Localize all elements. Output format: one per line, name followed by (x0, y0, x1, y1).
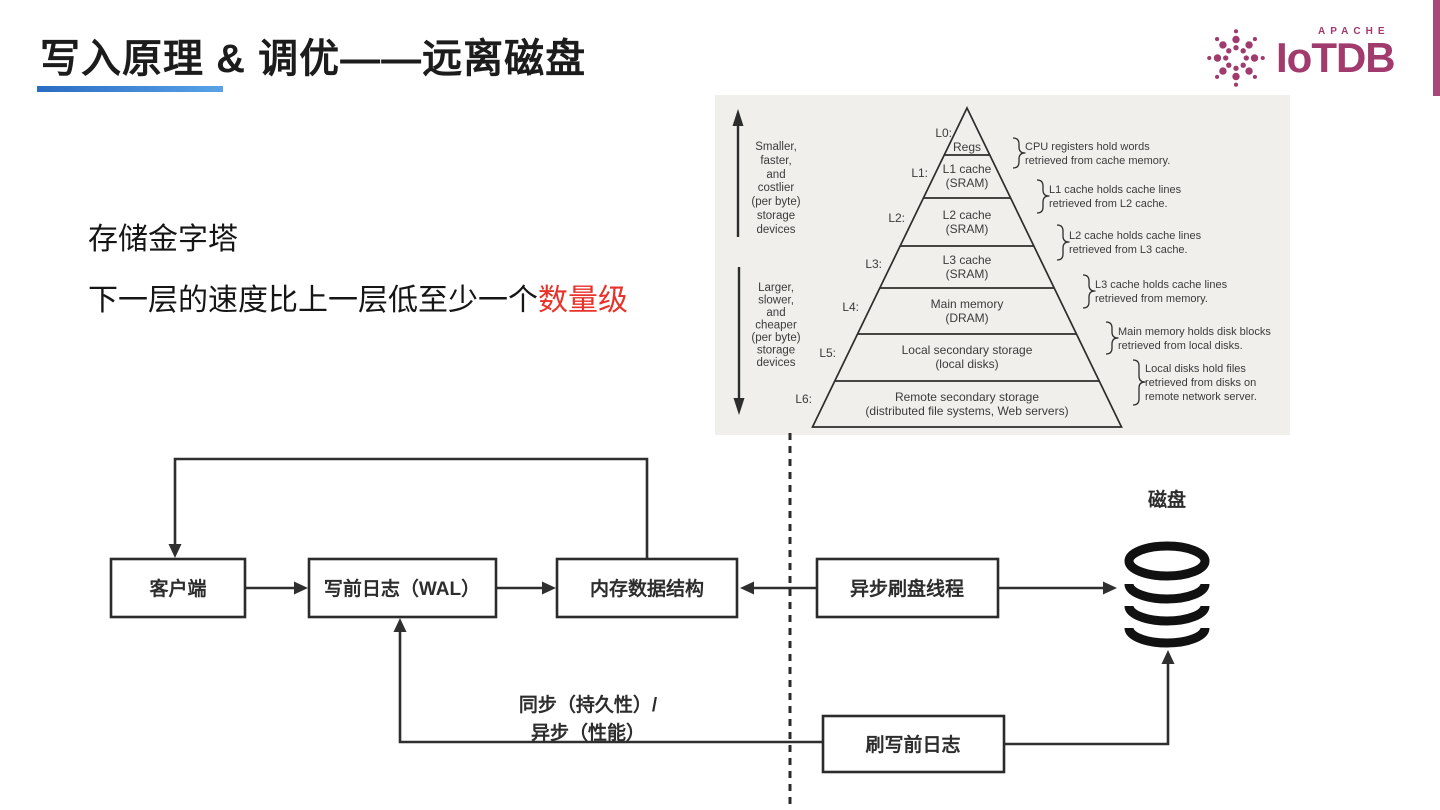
flush-thread-box: 异步刷盘线程 (815, 557, 1000, 619)
svg-text:L3 cache holds cache lines: L3 cache holds cache lines (1095, 279, 1228, 291)
flushwal-to-wal-arrow (393, 618, 823, 744)
wal-to-memtable-arrow (496, 581, 556, 595)
pyramid-outline (811, 106, 1123, 428)
larger-slower-arrow (733, 267, 745, 415)
svg-text:retrieved from local disks.: retrieved from local disks. (1118, 340, 1243, 352)
memory-hierarchy-figure: Smaller, faster, and costlier (per byte)… (715, 95, 1290, 435)
intro-line1: 存储金字塔 (88, 223, 238, 256)
svg-text:异步（性能）: 异步（性能） (531, 721, 645, 744)
svg-text:(SRAM): (SRAM) (946, 176, 989, 190)
sync-async-caption: 同步（持久性）/ 异步（性能） (519, 693, 658, 744)
svg-text:remote network server.: remote network server. (1145, 391, 1257, 403)
intro-line2-prefix: 下一层的速度比上一层低至少一个 (88, 284, 538, 317)
svg-text:(distributed file systems, Web: (distributed file systems, Web servers) (865, 404, 1068, 418)
intro-text: 存储金字塔 下一层的速度比上一层低至少一个数量级 (88, 214, 628, 319)
svg-text:L3:: L3: (865, 257, 882, 271)
logo-apache-text: APACHE (1318, 26, 1390, 37)
svg-text:L2 cache: L2 cache (943, 208, 992, 222)
disk-label: 磁盘 (1148, 488, 1186, 511)
pyramid-level-ids: L0: L1: L2: L3: L4: L5: L6: (795, 126, 952, 406)
client-box: 客户端 (109, 557, 247, 619)
wal-label: 写前日志（WAL） (324, 577, 480, 600)
svg-text:storage: storage (757, 345, 795, 357)
svg-text:Main memory holds disk blocks: Main memory holds disk blocks (1118, 326, 1271, 338)
intro-line2-highlight: 数量级 (538, 284, 628, 317)
smaller-faster-caption: Smaller, faster, and costlier (per byte)… (751, 141, 800, 236)
svg-text:retrieved from L3 cache.: retrieved from L3 cache. (1069, 244, 1188, 256)
svg-text:(local disks): (local disks) (935, 357, 998, 371)
flushthread-to-disk-arrow (998, 581, 1117, 595)
svg-text:faster,: faster, (760, 155, 791, 167)
svg-text:L1 cache holds cache lines: L1 cache holds cache lines (1049, 184, 1182, 196)
svg-text:L4:: L4: (842, 300, 859, 314)
svg-text:Remote secondary storage: Remote secondary storage (895, 390, 1039, 404)
svg-text:devices: devices (757, 224, 796, 236)
svg-text:Regs: Regs (953, 140, 981, 154)
svg-text:retrieved from disks on: retrieved from disks on (1145, 377, 1256, 389)
response-loop-arrow (168, 457, 649, 559)
svg-text:and: and (766, 307, 785, 319)
flush-wal-label: 刷写前日志 (865, 733, 960, 756)
intro-line2: 下一层的速度比上一层低至少一个数量级 (88, 275, 628, 319)
svg-text:costlier: costlier (758, 182, 795, 194)
svg-text:L2:: L2: (888, 211, 905, 225)
client-to-wal-arrow (245, 581, 308, 595)
svg-text:Main memory: Main memory (931, 297, 1004, 311)
svg-text:L6:: L6: (795, 392, 812, 406)
svg-text:L0:: L0: (935, 126, 952, 140)
page-title: 写入原理 & 调优——远离磁盘 (40, 37, 587, 81)
client-label: 客户端 (149, 577, 206, 600)
svg-text:(SRAM): (SRAM) (946, 222, 989, 236)
pyramid-level-names: Regs L1 cache (SRAM) L2 cache (SRAM) L3 … (865, 140, 1068, 418)
flushthread-to-memtable-arrow (740, 581, 817, 595)
logo-name-text: IoTDB (1276, 34, 1396, 81)
svg-text:L5:: L5: (819, 346, 836, 360)
svg-text:L2 cache holds cache lines: L2 cache holds cache lines (1069, 230, 1202, 242)
memtable-box: 内存数据结构 (555, 557, 739, 619)
svg-text:L1 cache: L1 cache (943, 162, 992, 176)
svg-text:Larger,: Larger, (758, 282, 794, 294)
flushwal-to-disk-arrow (1004, 650, 1175, 746)
svg-text:(SRAM): (SRAM) (946, 267, 989, 281)
svg-text:retrieved from L2 cache.: retrieved from L2 cache. (1049, 198, 1168, 210)
svg-text:(per byte): (per byte) (751, 196, 800, 208)
svg-text:devices: devices (757, 357, 796, 369)
svg-text:and: and (766, 169, 785, 181)
svg-text:CPU registers hold words: CPU registers hold words (1025, 141, 1150, 153)
flush-thread-label: 异步刷盘线程 (850, 577, 964, 600)
wal-box: 写前日志（WAL） (307, 557, 498, 619)
svg-text:Smaller,: Smaller, (755, 141, 797, 153)
iotdb-burst-icon (1207, 29, 1265, 87)
svg-text:retrieved from cache memory.: retrieved from cache memory. (1025, 155, 1170, 167)
svg-text:L1:: L1: (911, 166, 928, 180)
svg-text:(DRAM): (DRAM) (945, 311, 988, 325)
svg-text:storage: storage (757, 210, 795, 222)
pyramid-annotations: CPU registers hold words retrieved from … (1025, 141, 1271, 403)
svg-text:retrieved from memory.: retrieved from memory. (1095, 293, 1208, 305)
annotation-braces (1012, 137, 1146, 406)
edge-accent-strip (1433, 0, 1440, 96)
svg-text:slower,: slower, (758, 295, 794, 307)
svg-text:cheaper: cheaper (755, 320, 797, 332)
larger-slower-caption: Larger, slower, and cheaper (per byte) s… (751, 282, 800, 369)
memtable-label: 内存数据结构 (590, 577, 704, 600)
svg-text:同步（持久性）/: 同步（持久性）/ (519, 693, 658, 716)
iotdb-logo: APACHE IoTDB (1200, 20, 1410, 92)
flush-wal-box: 刷写前日志 (821, 714, 1006, 774)
pyramid-svg: Smaller, faster, and costlier (per byte)… (732, 106, 1271, 428)
svg-text:(per byte): (per byte) (751, 332, 800, 344)
svg-text:Local secondary storage: Local secondary storage (902, 343, 1033, 357)
svg-text:Local disks hold files: Local disks hold files (1145, 363, 1246, 375)
disk-icon (1124, 541, 1210, 648)
svg-text:L3 cache: L3 cache (943, 253, 992, 267)
smaller-faster-arrow (732, 109, 744, 237)
title-underline (37, 86, 223, 92)
